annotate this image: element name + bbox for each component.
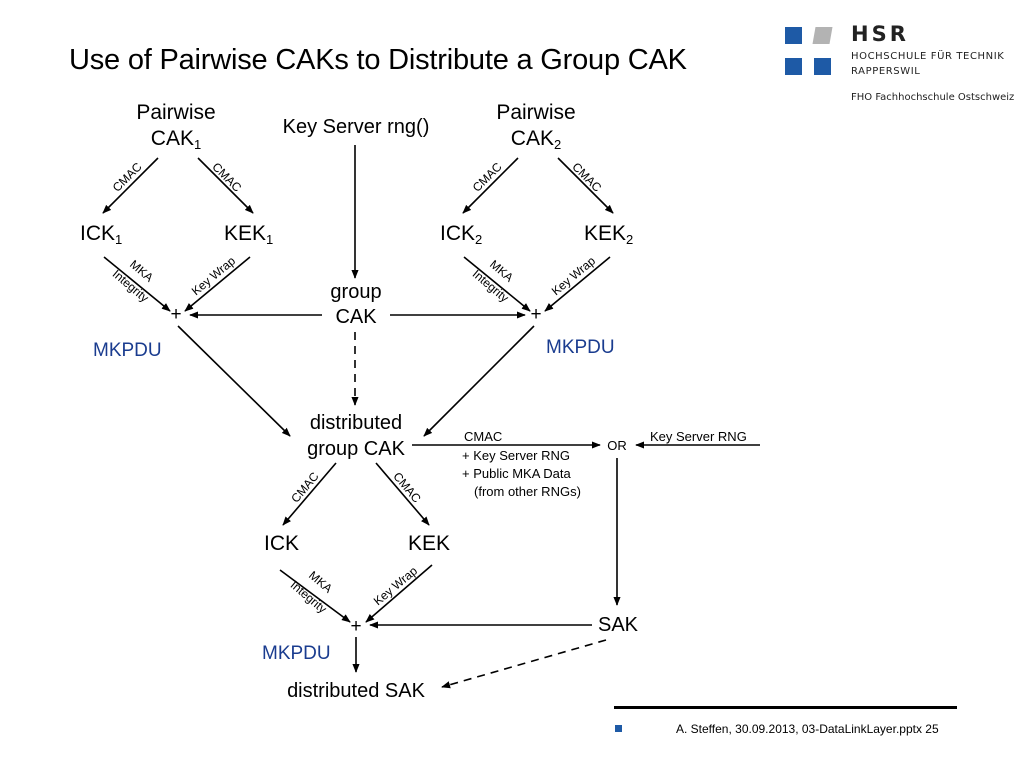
keywrap-label-2: Key Wrap — [549, 254, 598, 299]
arrow-ick1-plus1 — [103, 256, 171, 312]
distributed-sak: distributed SAK — [287, 680, 426, 702]
logo-line2: RAPPERSWIL — [851, 66, 921, 77]
logo-square-4 — [814, 58, 831, 75]
plus-key-server-rng: + Key Server RNG — [462, 448, 570, 463]
pairwise-label-1: Pairwise — [136, 101, 215, 124]
logo-name: HSR — [851, 22, 909, 46]
arrow-kek-plus3 — [365, 564, 433, 623]
logo-line1: HOCHSCHULE FÜR TECHNIK — [851, 51, 1005, 62]
arrow-dist-kek — [375, 462, 430, 526]
page-title: Use of Pairwise CAKs to Distribute a Gro… — [69, 44, 687, 76]
footer-text: A. Steffen, 30.09.2013, 03-DataLinkLayer… — [676, 722, 939, 736]
ick-lower: ICK — [264, 532, 299, 555]
key-server-rng-right: Key Server RNG — [650, 429, 747, 444]
arrow-plus2-distributed — [423, 325, 535, 437]
ick1: ICK1 — [80, 222, 122, 247]
mkpdu-3: MKPDU — [262, 643, 331, 664]
sak-node: SAK — [598, 614, 639, 636]
cmac-label-r2: CMAC — [569, 160, 604, 195]
arrow-ick2-plus2 — [463, 256, 531, 312]
arrow-kek2-plus2 — [544, 256, 611, 312]
distributed-group-cak: group CAK — [307, 438, 405, 460]
footer-bullet — [615, 725, 622, 732]
plus-public-mka: + Public MKA Data — [462, 466, 572, 481]
cmac-label-r1: CMAC — [209, 160, 244, 195]
plus-2: + — [530, 304, 541, 325]
distributed-label: distributed — [310, 412, 402, 434]
logo-line3: FHO Fachhochschule Ostschweiz — [851, 92, 1015, 103]
keywrap-label-3: Key Wrap — [371, 564, 420, 609]
arrow-kek1-plus1 — [184, 256, 251, 312]
logo-square-1 — [785, 27, 802, 44]
pairwise-label-2: Pairwise — [496, 101, 575, 124]
arrow-cak2-ick2 — [462, 157, 519, 214]
group-label: group — [330, 281, 381, 303]
from-other-rngs: (from other RNGs) — [474, 484, 581, 499]
mkpdu-2: MKPDU — [546, 337, 615, 358]
plus-3: + — [350, 616, 361, 637]
kek2: KEK2 — [584, 222, 633, 247]
keywrap-label-1: Key Wrap — [189, 254, 238, 299]
pairwise-cak1: CAK1 — [151, 127, 201, 152]
arrow-ick-plus3 — [279, 569, 351, 623]
group-cak-label: CAK — [335, 306, 377, 328]
footer-divider — [614, 706, 957, 709]
cmac-small-label: CMAC — [464, 429, 502, 444]
arrow-cak2-kek2 — [557, 157, 614, 214]
key-server-rng: Key Server rng() — [283, 116, 430, 138]
dashed-arrow-sak-distsak — [441, 639, 607, 689]
logo-square-3 — [785, 58, 802, 75]
arrow-dist-ick — [282, 462, 337, 526]
kek-lower: KEK — [408, 532, 450, 555]
arrow-cak1-ick1 — [102, 157, 159, 214]
mkpdu-1: MKPDU — [93, 340, 162, 361]
ick2: ICK2 — [440, 222, 482, 247]
kek1: KEK1 — [224, 222, 273, 247]
pairwise-cak2: CAK2 — [511, 127, 561, 152]
or-node: OR — [607, 438, 627, 453]
arrow-plus1-distributed — [177, 325, 291, 437]
plus-1: + — [170, 304, 181, 325]
arrow-cak1-kek1 — [197, 157, 254, 214]
